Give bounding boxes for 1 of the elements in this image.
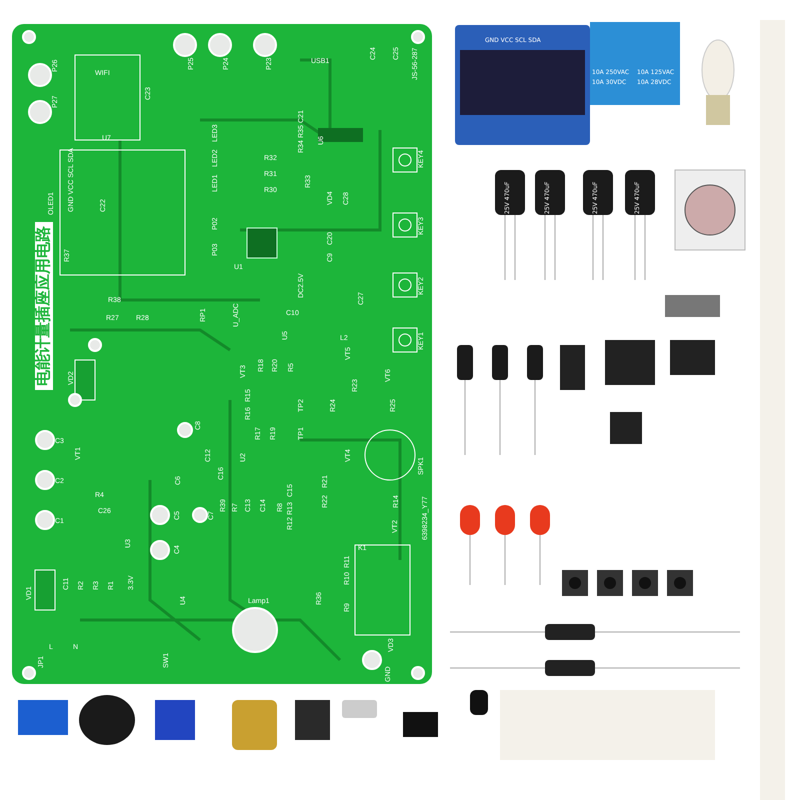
board-title: 电能计量插座应用电路 [35, 222, 53, 390]
